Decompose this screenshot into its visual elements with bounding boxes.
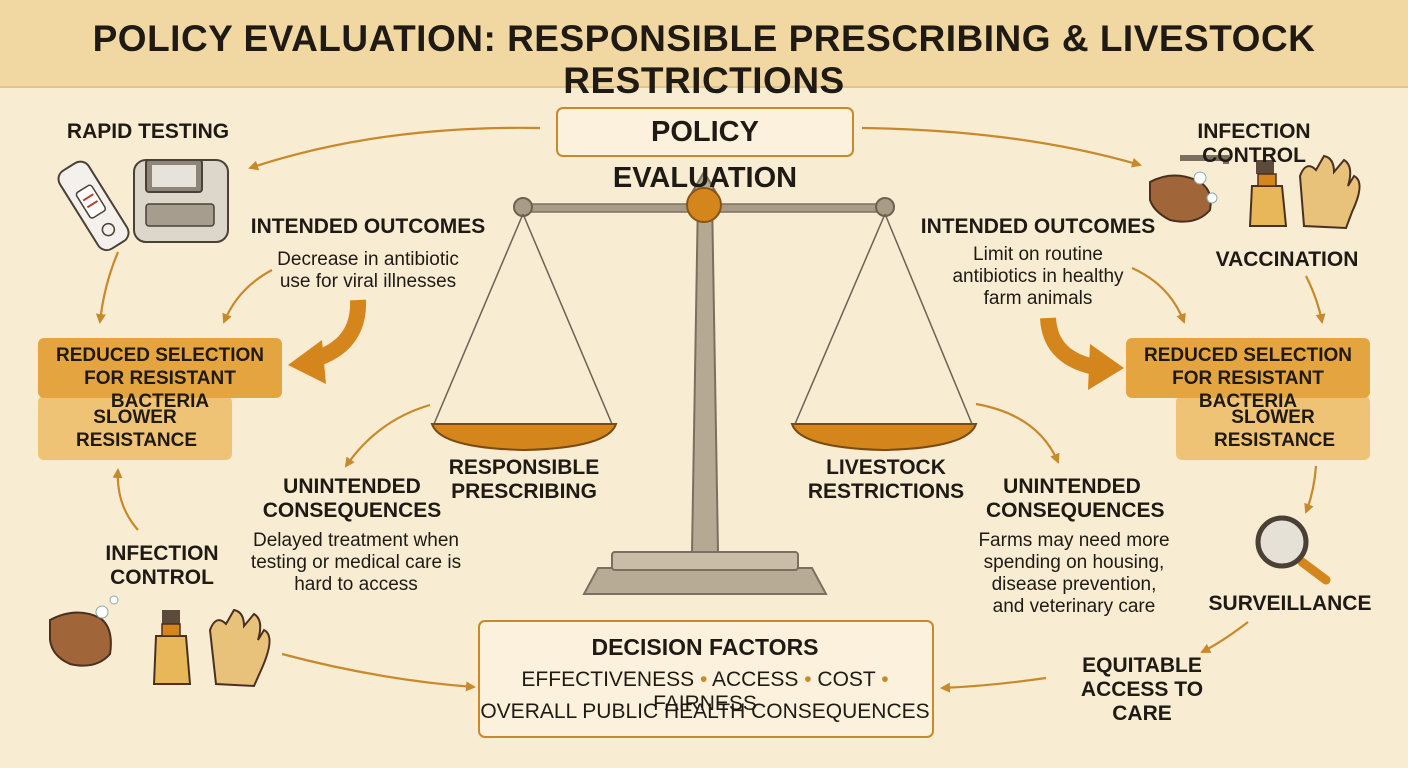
factor-separator: •	[699, 668, 708, 691]
arrow-left-pan-to-unintended	[344, 403, 431, 468]
reduced-selection-label-right: REDUCED SELECTION FOR RESISTANT BACTERIA	[1144, 345, 1352, 412]
reduced-selection-label-left: REDUCED SELECTION FOR RESISTANT BACTERIA	[56, 345, 264, 412]
infection-control-label-left: INFECTION CONTROL	[105, 542, 219, 589]
unintended-consequences-right-title: UNINTENDED CONSEQUENCES	[986, 475, 1165, 522]
arrow-equitable-to-decision	[940, 676, 1047, 693]
gloves-icon-left	[208, 608, 271, 688]
thick-arrow-left	[288, 299, 367, 384]
unintended-consequences-right-text: Farms may need more spending on housing,…	[978, 530, 1170, 617]
factor-access: ACCESS	[712, 668, 799, 691]
decision-factors-footer: OVERALL PUBLIC HEALTH CONSEQUENCES	[480, 700, 930, 723]
infection-control-label-right: INFECTION CONTROL	[1197, 120, 1311, 167]
handwashing-icon-left	[49, 595, 119, 667]
factor-separator: •	[804, 668, 812, 691]
arrow-intended-right-down	[1131, 266, 1186, 324]
decision-factors-box	[478, 620, 934, 738]
reduced-selection-box-right	[1126, 338, 1370, 398]
intended-outcomes-left-text: Decrease in antibiotic use for viral ill…	[277, 249, 459, 292]
page-title: POLICY EVALUATION: RESPONSIBLE PRESCRIBI…	[92, 18, 1316, 101]
test-strip-icon	[57, 160, 130, 252]
handwashing-icon-right	[1149, 155, 1229, 223]
arrow-hands-to-decision	[281, 652, 476, 692]
gloves-icon-right	[1298, 154, 1361, 230]
rapid-testing-label: RAPID TESTING	[66, 120, 230, 143]
slower-resistance-box-right	[1176, 396, 1370, 460]
responsible-prescribing-label: RESPONSIBLE PRESCRIBING	[448, 456, 600, 503]
arrow-slower-right-down	[1304, 465, 1318, 514]
factor-fairness: FAIRNESS	[653, 692, 757, 715]
factor-separator: •	[881, 668, 889, 691]
title-bar	[0, 0, 1408, 88]
arrow-infection-left-up	[112, 468, 139, 531]
spray-bottle-icon-left	[152, 610, 192, 685]
vaccination-label: VACCINATION	[1215, 248, 1359, 271]
decision-factors-title: DECISION FACTORS	[591, 634, 819, 660]
intended-outcomes-right-title: INTENDED OUTCOMES	[920, 215, 1156, 238]
reduced-selection-box-left	[38, 338, 282, 398]
unintended-consequences-left-text: Delayed treatment when testing or medica…	[250, 530, 462, 595]
factor-cost: COST	[817, 668, 876, 691]
slower-resistance-label-left: SLOWER RESISTANCE	[76, 407, 198, 451]
intended-outcomes-left-title: INTENDED OUTCOMES	[250, 215, 486, 238]
arrow-vaccination-down	[1305, 275, 1326, 324]
balance-scale-icon	[430, 170, 978, 595]
equitable-access-label: EQUITABLE ACCESS TO CARE	[1080, 654, 1204, 725]
surveillance-label: SURVEILLANCE	[1208, 592, 1372, 615]
arrow-intended-left-down	[222, 269, 273, 324]
arrow-pe-to-rapid-testing	[248, 126, 541, 171]
livestock-restrictions-label: LIVESTOCK RESTRICTIONS	[807, 456, 965, 503]
decision-factors-list: EFFECTIVENESS • ACCESS • COST • FAIRNESS	[480, 668, 930, 716]
arrow-right-pan-to-unintended	[975, 402, 1060, 464]
policy-evaluation-box: POLICY EVALUATION	[556, 107, 854, 194]
arrow-pe-to-infection-control-right	[861, 126, 1142, 168]
spray-bottle-icon-right	[1248, 160, 1288, 227]
magnifying-glass-icon	[1255, 515, 1331, 585]
arrow-rapid-testing-down	[95, 251, 120, 324]
arrow-surveillance-to-equitable	[1200, 621, 1249, 653]
unintended-consequences-left-title: UNINTENDED CONSEQUENCES	[262, 475, 442, 522]
slower-resistance-box-left	[38, 396, 232, 460]
factor-effectiveness: EFFECTIVENESS	[521, 668, 695, 691]
test-device-icon	[133, 159, 229, 243]
thick-arrow-right	[1040, 317, 1124, 390]
slower-resistance-label-right: SLOWER RESISTANCE	[1214, 407, 1336, 451]
intended-outcomes-right-text: Limit on routine antibiotics in healthy …	[952, 244, 1124, 309]
